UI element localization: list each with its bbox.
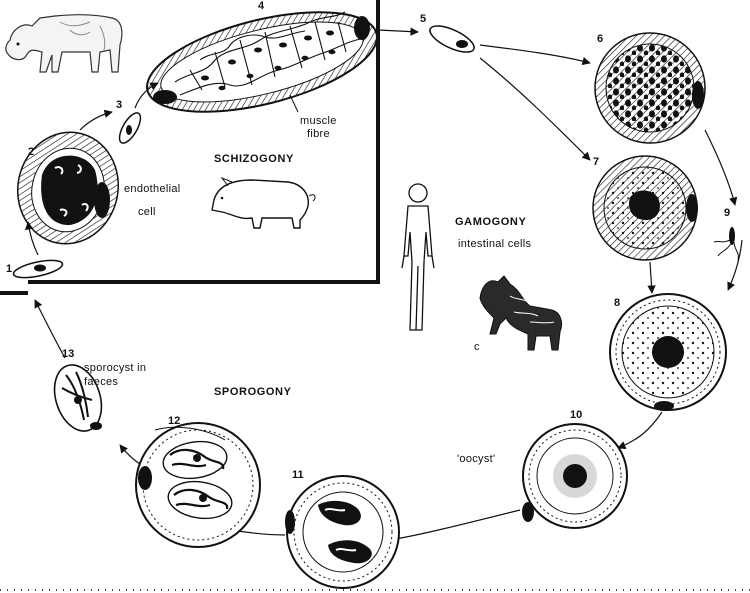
stage-13-number: 13 <box>62 348 74 360</box>
stage-3-merozoite: 3 <box>116 99 142 144</box>
endothelial-label: endothelial <box>124 183 181 195</box>
stage-9-microgamete: 9 <box>713 207 739 261</box>
stage-1-number: 1 <box>6 263 12 275</box>
stage-7-nucleus-label: N <box>640 205 648 217</box>
stage-2-number: 2 <box>28 146 34 158</box>
oocyst-label: 'oocyst' <box>457 453 495 465</box>
stage-5-number: 5 <box>420 13 426 25</box>
sporocyst-label: sporocyst in <box>84 362 146 374</box>
dog-c-label: c <box>474 341 480 353</box>
sporogony-title: SPOROGONY <box>214 386 292 398</box>
faeces-label: faeces <box>84 376 118 388</box>
stage-4-muscle-sarcocyst: 4 muscle fibre <box>146 0 378 140</box>
stage-6-number: 6 <box>597 33 603 45</box>
human-icon <box>401 183 435 331</box>
stage-12-sporulated-oocyst: 12 <box>135 415 261 548</box>
gamogony-title: GAMOGONY <box>455 216 526 228</box>
stage-8-number: 8 <box>614 297 620 309</box>
stage-12-number: 12 <box>168 415 180 427</box>
stage-5-cystozoite: 5 <box>420 13 475 53</box>
stage-10-nucleus-label: N <box>570 472 578 484</box>
schizogony-title: SCHIZOGONY <box>214 153 294 165</box>
fibre-label: fibre <box>307 128 330 140</box>
stage-10-number: 10 <box>570 409 582 421</box>
schizogony-frame <box>0 0 380 295</box>
stage-13-sporocyst: 13 sporocyst in faeces <box>53 348 146 432</box>
stage-7-number: 7 <box>593 156 599 168</box>
stage-8-zygote: 8 <box>609 293 727 411</box>
stage-11-number: 11 <box>292 469 304 481</box>
stage-2-nucleus-label: N <box>58 182 67 196</box>
pig-icon <box>211 176 316 229</box>
stage-3-number: 3 <box>116 99 122 111</box>
stage-11-sporoblasts: 11 <box>285 469 400 589</box>
stage-7-macrogametocyte: N 7 <box>592 155 698 261</box>
stage-9-number: 9 <box>724 207 730 219</box>
stage-4-number: 4 <box>258 0 265 12</box>
stage-1-sporozoite: 1 <box>6 259 64 279</box>
cow-icon <box>5 14 123 73</box>
muscle-label: muscle <box>300 115 337 127</box>
stage-6-microgametocyte: 6 <box>594 32 706 144</box>
intestinal-cells-label: intestinal cells <box>458 238 531 250</box>
stage-10-oocyst: N 10 'oocyst' <box>457 409 628 529</box>
cell-label: cell <box>138 206 156 218</box>
stage-2-endothelial-schizont: N 2 <box>16 131 120 245</box>
dog-icon: c <box>474 275 563 353</box>
